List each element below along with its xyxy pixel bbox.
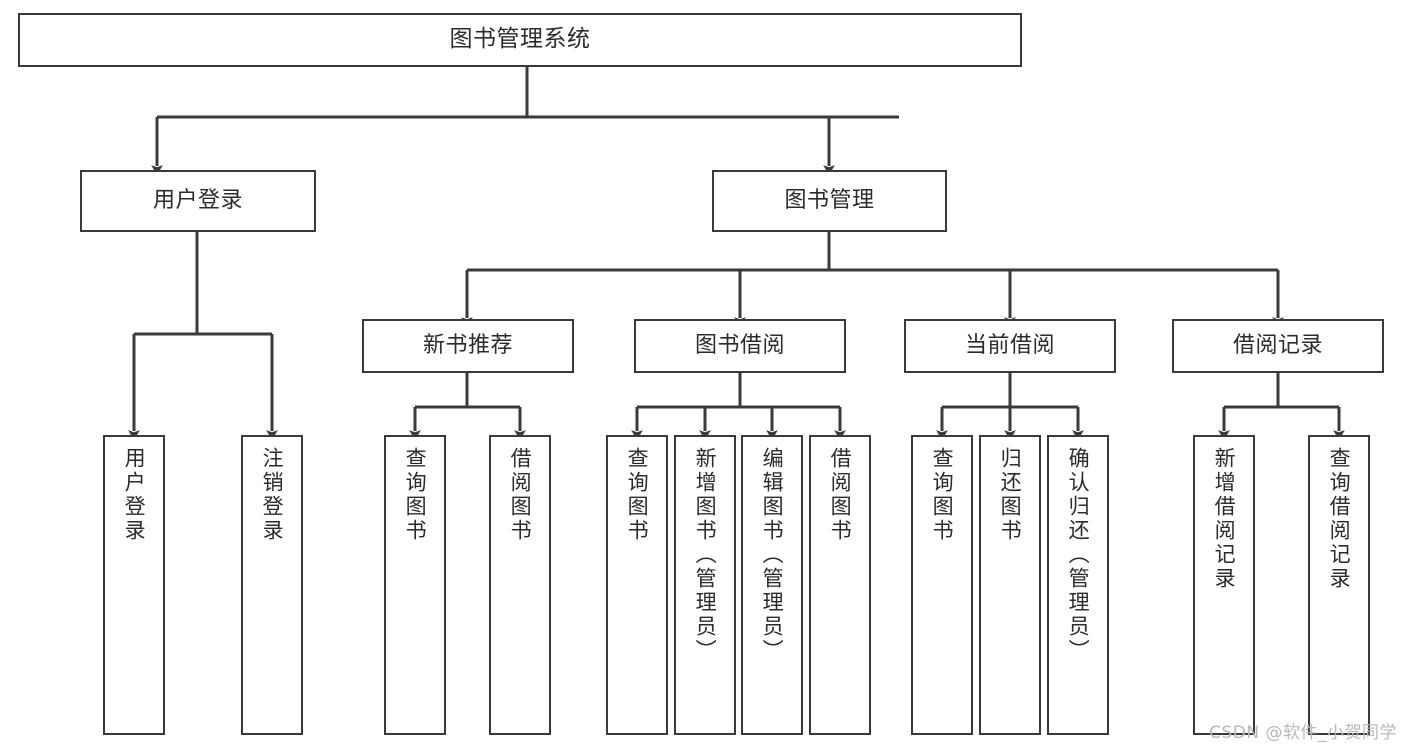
leaf-user-login-label: 用户登录 [122,447,147,543]
node-borrow-record-label: 借阅记录 [1232,332,1323,358]
leaf-add-record[interactable]: 新增借阅记录 [1193,435,1255,735]
node-new-book-rec[interactable]: 新书推荐 [362,319,574,373]
leaf-edit-book-label: 编辑图书（管理员） [760,447,785,663]
leaf-confirm-return[interactable]: 确认归还（管理员） [1047,435,1109,735]
leaf-return-book-label: 归还图书 [998,447,1023,543]
node-user-login[interactable]: 用户登录 [80,170,316,232]
node-book-admin-label: 图书管理 [784,187,875,213]
leaf-borrow-book-1[interactable]: 借阅图书 [489,435,551,735]
node-root[interactable]: 图书管理系统 [18,13,1022,67]
node-borrow-record[interactable]: 借阅记录 [1172,319,1384,373]
leaf-query-record[interactable]: 查询借阅记录 [1308,435,1370,735]
node-book-admin[interactable]: 图书管理 [712,170,947,232]
watermark: CSDN @软件_小贺同学 [1209,723,1397,743]
leaf-query-book-1[interactable]: 查询图书 [384,435,446,735]
leaf-confirm-return-label: 确认归还（管理员） [1066,447,1091,663]
leaf-query-book-3-label: 查询图书 [930,447,955,543]
leaf-query-book-1-label: 查询图书 [403,447,428,543]
leaf-user-logout-label: 注销登录 [260,447,285,543]
leaf-user-login[interactable]: 用户登录 [103,435,165,735]
leaf-borrow-book-1-label: 借阅图书 [508,447,533,543]
node-new-book-rec-label: 新书推荐 [422,332,513,358]
node-root-label: 图书管理系统 [449,26,591,53]
node-book-borrow[interactable]: 图书借阅 [634,319,846,373]
node-current-borrow[interactable]: 当前借阅 [904,319,1116,373]
leaf-user-logout[interactable]: 注销登录 [241,435,303,735]
node-user-login-label: 用户登录 [152,187,243,213]
node-current-borrow-label: 当前借阅 [964,332,1055,358]
leaf-add-book[interactable]: 新增图书（管理员） [674,435,736,735]
leaf-query-book-2-label: 查询图书 [625,447,650,543]
leaf-return-book[interactable]: 归还图书 [979,435,1041,735]
leaf-query-book-2[interactable]: 查询图书 [606,435,668,735]
leaf-borrow-book-2[interactable]: 借阅图书 [809,435,871,735]
leaf-borrow-book-2-label: 借阅图书 [828,447,853,543]
leaf-query-record-label: 查询借阅记录 [1327,447,1352,591]
leaf-add-book-label: 新增图书（管理员） [693,447,718,663]
node-book-borrow-label: 图书借阅 [694,332,785,358]
leaf-add-record-label: 新增借阅记录 [1212,447,1237,591]
leaf-edit-book[interactable]: 编辑图书（管理员） [741,435,803,735]
leaf-query-book-3[interactable]: 查询图书 [911,435,973,735]
